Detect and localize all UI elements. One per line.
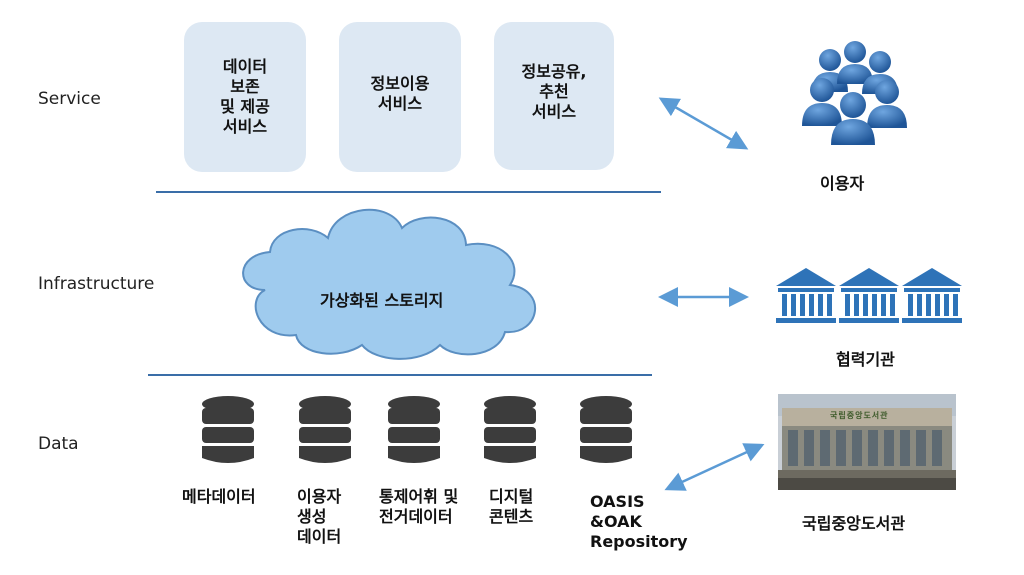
database-icon-metadata [202, 396, 254, 463]
service-box-preservation: 데이터 보존 및 제공 서비스 [184, 22, 306, 172]
layer-label-data: Data [38, 434, 79, 454]
data-label-metadata: 메타데이터 [182, 487, 256, 506]
service-label-information-use: 정보이용 서비스 [370, 74, 430, 113]
service-box-information-use: 정보이용 서비스 [339, 22, 461, 172]
service-label-sharing-recommendation: 정보공유, 추천 서비스 [521, 62, 587, 121]
actor-label-partners: 협력기관 [836, 350, 895, 369]
service-box-sharing-recommendation: 정보공유, 추천 서비스 [494, 22, 614, 170]
database-icon-authority [388, 396, 440, 463]
arrow-data-library [664, 443, 765, 491]
data-label-digital-content: 디지털 콘텐츠 [489, 487, 534, 526]
people-group-icon [802, 41, 907, 145]
data-label-authority: 통제어휘 및 전거데이터 [379, 487, 459, 526]
database-icon-digital-content [484, 396, 536, 463]
data-label-user-generated: 이용자 생성 데이터 [297, 487, 342, 546]
cloud-label: 가상화된 스토리지 [320, 291, 444, 310]
layer-label-infrastructure: Infrastructure [38, 274, 155, 294]
database-icon-user-generated [299, 396, 351, 463]
library-photo-drawing [778, 394, 956, 490]
arrow-services-users [658, 97, 749, 150]
data-label-repository: OASIS &OAK Repository [590, 492, 688, 551]
actor-label-national-library: 국립중앙도서관 [802, 514, 906, 533]
institution-building-icon [776, 268, 962, 323]
library-sign-text: 국립중앙도서관 [830, 411, 889, 420]
layer-label-service: Service [38, 89, 101, 109]
divider-service-infrastructure [156, 191, 661, 193]
actor-label-users: 이용자 [820, 174, 865, 193]
service-label-preservation: 데이터 보존 및 제공 서비스 [220, 57, 270, 136]
library-building-photo: 국립중앙도서관 [778, 394, 956, 490]
database-icon-repository [580, 396, 632, 463]
divider-infrastructure-data [148, 374, 652, 376]
cloud-icon [242, 208, 537, 360]
